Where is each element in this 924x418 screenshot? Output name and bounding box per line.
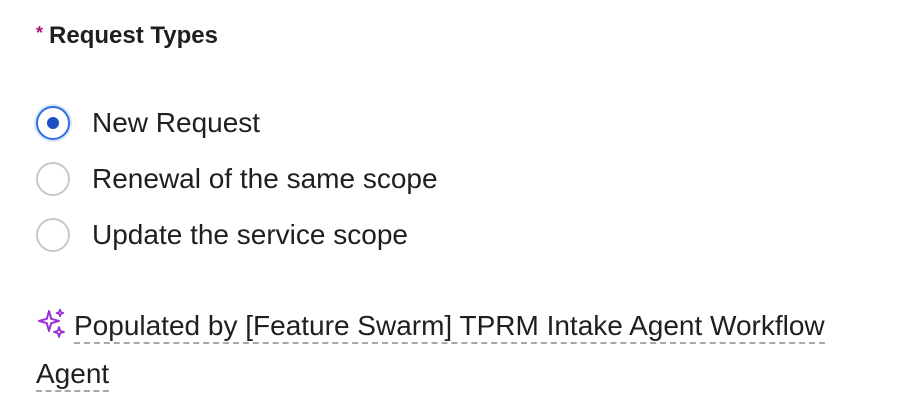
radio-button-selected[interactable]: [36, 106, 70, 140]
field-label-text: Request Types: [49, 22, 218, 49]
populated-by-note: Populated by [Feature Swarm] TPRM Intake…: [36, 302, 886, 398]
radio-button[interactable]: [36, 218, 70, 252]
radio-option-new-request[interactable]: New Request: [36, 88, 896, 158]
field-label: * Request Types: [36, 22, 896, 62]
radio-option-label: Renewal of the same scope: [92, 163, 438, 194]
radio-button[interactable]: [36, 162, 70, 196]
radio-option-update-scope[interactable]: Update the service scope: [36, 200, 896, 270]
radio-option-label: Update the service scope: [92, 219, 408, 250]
populated-by-text: Populated by [Feature Swarm] TPRM Intake…: [36, 310, 825, 392]
radio-option-renewal[interactable]: Renewal of the same scope: [36, 144, 896, 214]
radio-group: New Request Renewal of the same scope Up…: [36, 88, 896, 270]
request-types-field: * Request Types New Request Renewal of t…: [36, 22, 896, 270]
sparkle-icon: [38, 308, 65, 338]
radio-dot: [47, 117, 59, 129]
radio-option-label: New Request: [92, 107, 261, 138]
required-marker: *: [36, 23, 44, 43]
